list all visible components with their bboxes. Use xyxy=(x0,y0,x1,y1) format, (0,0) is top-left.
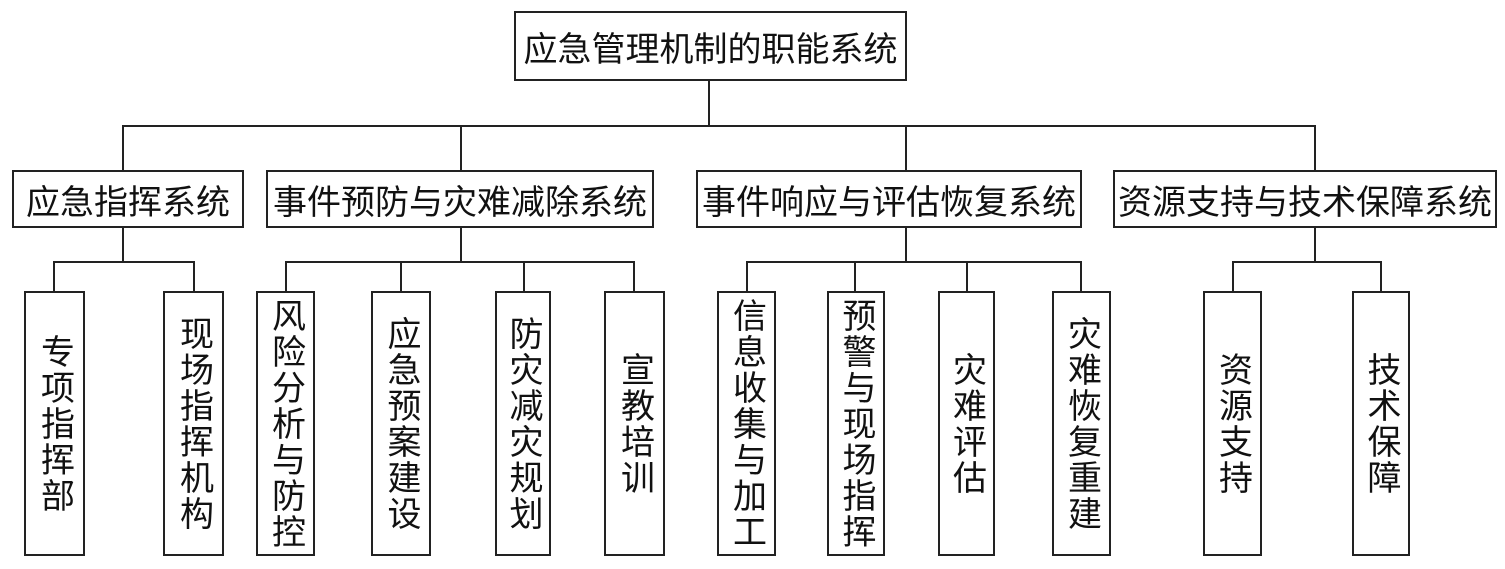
leaf-node-label: 信息收集与加工 xyxy=(726,297,767,550)
connector-b1-down xyxy=(122,228,124,263)
leaf-node: 灾难恢复重建 xyxy=(1052,291,1111,556)
branch-node-label: 资源支持与技术保障系统 xyxy=(1118,182,1492,223)
connector-b2-bar xyxy=(285,261,635,263)
connector-b3-c3 xyxy=(966,261,968,291)
leaf-node-label: 风险分析与防控 xyxy=(265,297,306,550)
branch-node-command: 应急指挥系统 xyxy=(12,170,244,228)
branch-node-label: 事件响应与评估恢复系统 xyxy=(702,182,1076,223)
leaf-node: 预警与现场指挥 xyxy=(827,291,885,556)
connector-b3-c2 xyxy=(854,261,856,291)
connector-b4-c1 xyxy=(1232,261,1234,291)
leaf-node-label: 资源支持 xyxy=(1212,351,1253,496)
branch-node-label: 事件预防与灾难减除系统 xyxy=(273,182,647,223)
leaf-node-label: 预警与现场指挥 xyxy=(836,297,876,550)
root-node-label: 应急管理机制的职能系统 xyxy=(523,29,898,70)
connector-b2-c2 xyxy=(400,261,402,291)
leaf-node-label: 灾难评估 xyxy=(946,351,987,496)
connector-b2-c3 xyxy=(523,261,525,291)
leaf-node-label: 宣教培训 xyxy=(614,351,655,496)
leaf-node-label: 灾难恢复重建 xyxy=(1061,315,1102,532)
connector-level1-bar xyxy=(122,125,1316,127)
connector-b3-c4 xyxy=(1080,261,1082,291)
connector-b4-down xyxy=(1314,228,1316,263)
connector-to-b2 xyxy=(460,125,462,170)
connector-to-b4 xyxy=(1314,125,1316,170)
connector-b1-bar xyxy=(53,261,195,263)
leaf-node-label: 专项指挥部 xyxy=(34,333,75,514)
connector-b1-c1 xyxy=(53,261,55,291)
connector-root-down xyxy=(708,81,710,126)
leaf-node: 技术保障 xyxy=(1352,291,1410,556)
branch-node-label: 应急指挥系统 xyxy=(26,182,230,223)
leaf-node: 宣教培训 xyxy=(604,291,665,556)
connector-b3-down xyxy=(905,228,907,263)
leaf-node: 现场指挥机构 xyxy=(163,291,224,556)
leaf-node: 资源支持 xyxy=(1203,291,1262,556)
branch-node-response: 事件响应与评估恢复系统 xyxy=(696,170,1082,228)
leaf-node: 应急预案建设 xyxy=(371,291,431,556)
connector-b2-c1 xyxy=(285,261,287,291)
connector-to-b3 xyxy=(905,125,907,170)
connector-b3-bar xyxy=(746,261,1082,263)
leaf-node-label: 防灾减灾规划 xyxy=(503,315,543,532)
connector-b2-c4 xyxy=(633,261,635,291)
branch-node-support: 资源支持与技术保障系统 xyxy=(1113,170,1497,228)
leaf-node-label: 技术保障 xyxy=(1361,351,1401,496)
leaf-node-label: 现场指挥机构 xyxy=(173,315,214,532)
connector-b2-down xyxy=(460,228,462,263)
leaf-node: 灾难评估 xyxy=(938,291,995,556)
branch-node-prevention: 事件预防与灾难减除系统 xyxy=(266,170,654,228)
leaf-node: 风险分析与防控 xyxy=(256,291,315,556)
connector-b4-c2 xyxy=(1380,261,1382,291)
leaf-node: 防灾减灾规划 xyxy=(495,291,551,556)
connector-b3-c1 xyxy=(746,261,748,291)
connector-to-b1 xyxy=(122,125,124,170)
root-node: 应急管理机制的职能系统 xyxy=(514,11,907,81)
connector-b1-c2 xyxy=(193,261,195,291)
leaf-node-label: 应急预案建设 xyxy=(381,315,421,532)
leaf-node: 专项指挥部 xyxy=(24,291,85,556)
connector-b4-bar xyxy=(1232,261,1382,263)
leaf-node: 信息收集与加工 xyxy=(717,291,776,556)
